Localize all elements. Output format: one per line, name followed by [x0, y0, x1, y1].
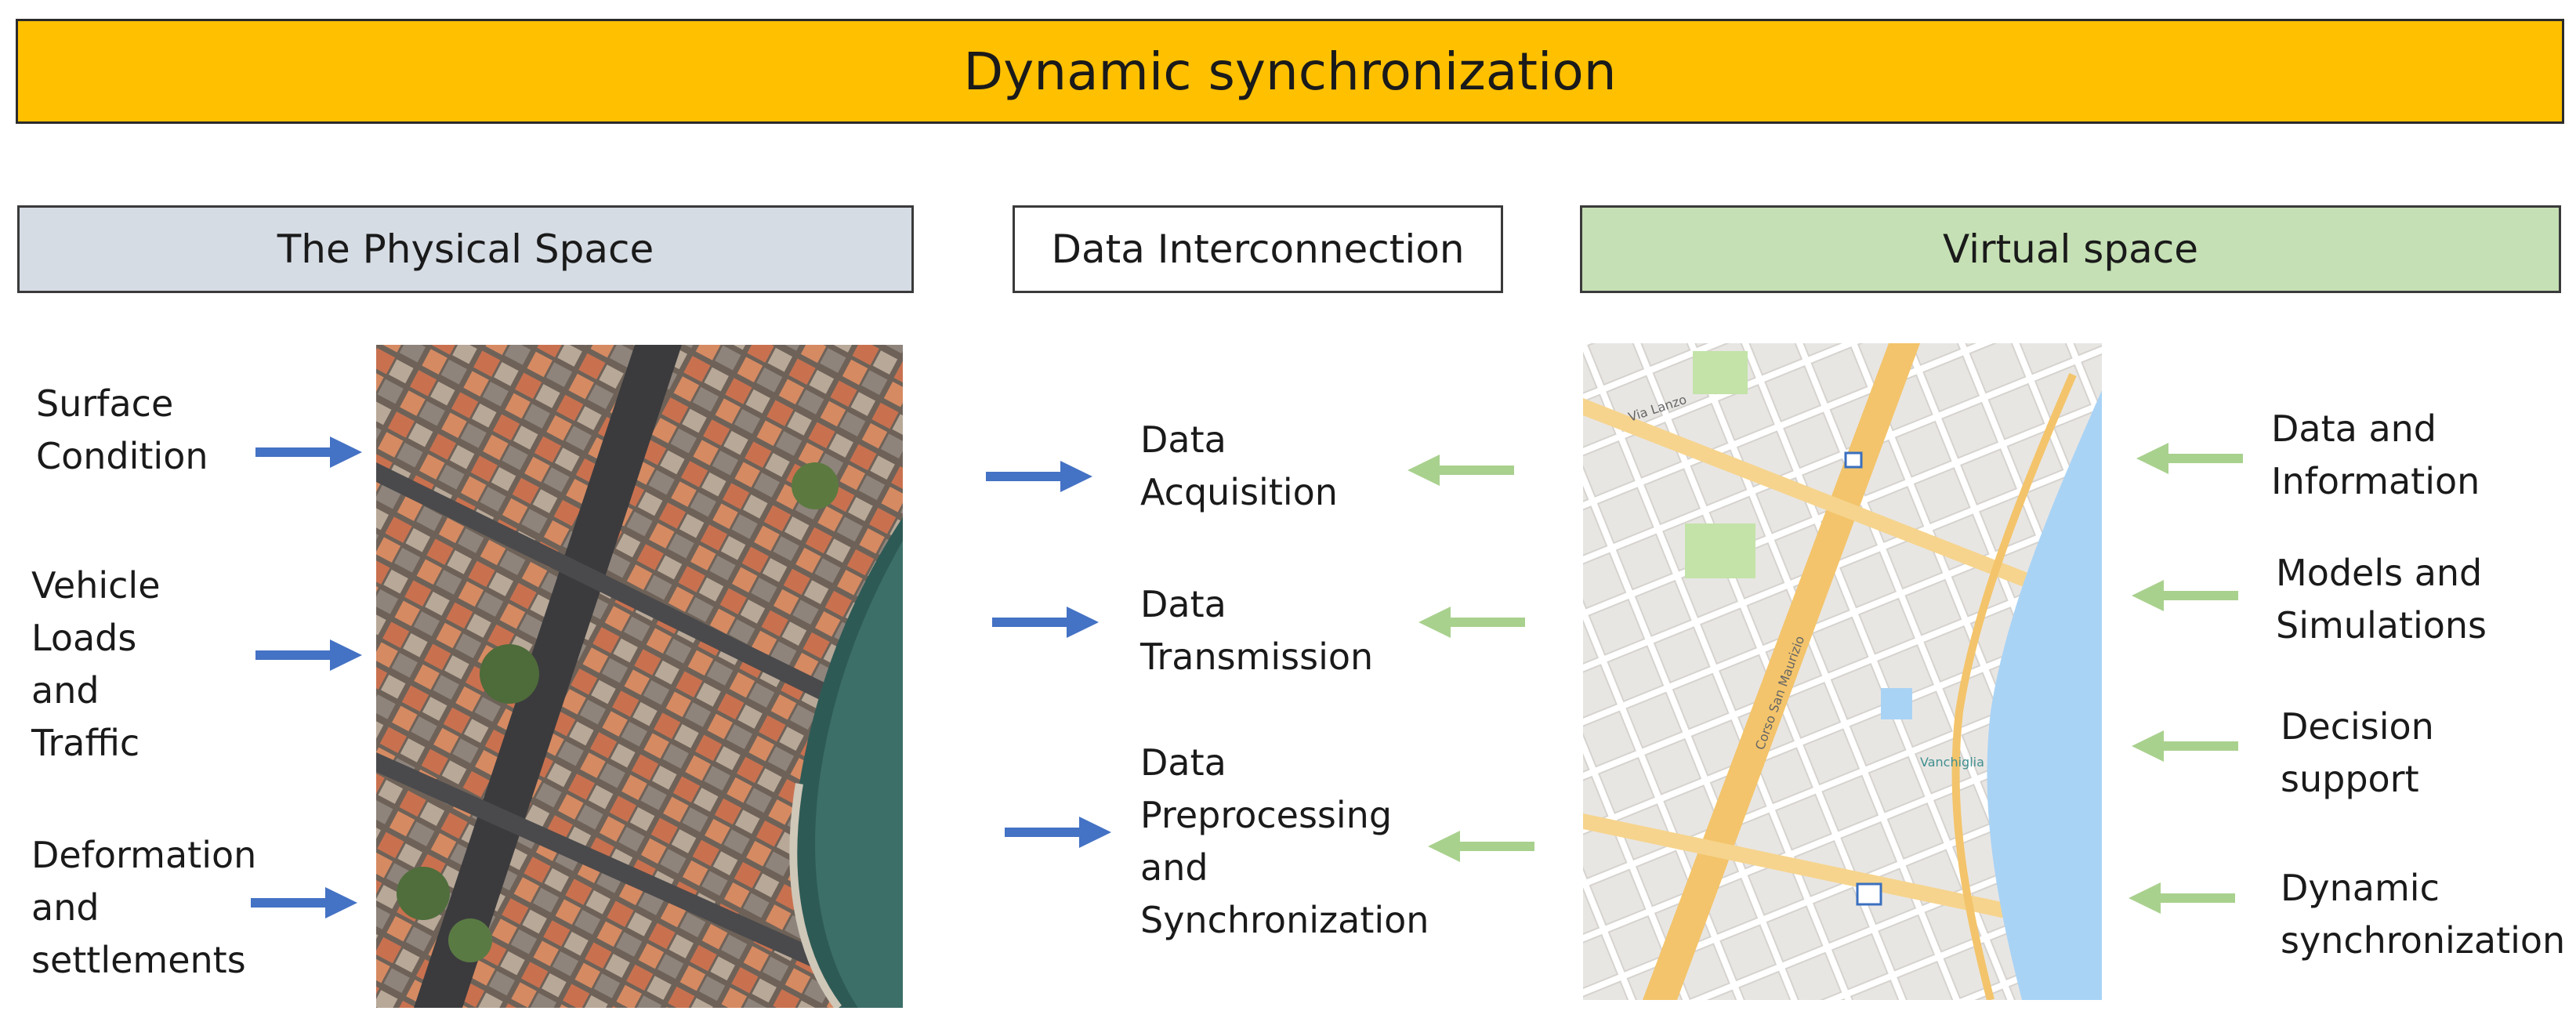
- data-step-line: Data: [1140, 418, 1226, 461]
- physical-input-line: Traffic: [31, 722, 140, 764]
- green-arrow-icon: [1418, 607, 1525, 638]
- virtual-output-line: support: [2281, 758, 2419, 800]
- data-step-line: Synchronization: [1140, 899, 1429, 941]
- green-arrow-icon: [2136, 443, 2243, 474]
- virtual-output-line: Models and: [2276, 552, 2483, 594]
- physical-input-line: Vehicle: [31, 564, 161, 607]
- street-map-image: Via Lanzo Corso San Maurizio Vanchiglia: [1583, 343, 2102, 1000]
- banner-title: Dynamic synchronization: [16, 19, 2564, 124]
- data-step-line: and: [1140, 846, 1208, 889]
- blue-arrow-icon: [1005, 817, 1111, 848]
- virtual-output-line: Decision: [2281, 705, 2434, 748]
- virtual-output-data-information: Data and Information: [2271, 403, 2480, 508]
- physical-input-line: Condition: [36, 435, 208, 477]
- green-arrow-icon: [2129, 882, 2235, 914]
- data-step-line: Data: [1140, 741, 1226, 784]
- physical-input-line: Surface: [36, 382, 174, 425]
- data-step-transmission: Data Transmission: [1140, 578, 1373, 683]
- data-step-preprocessing: Data Preprocessing and Synchronization: [1140, 737, 1429, 947]
- data-step-line: Data: [1140, 583, 1226, 625]
- physical-input-vehicle-loads: Vehicle Loads and Traffic: [31, 560, 161, 770]
- virtual-output-models-simulations: Models and Simulations: [2276, 547, 2487, 652]
- green-arrow-icon: [1428, 831, 1534, 862]
- blue-arrow-icon: [251, 887, 357, 918]
- green-arrow-icon: [1408, 455, 1514, 486]
- blue-arrow-icon: [986, 461, 1092, 492]
- data-interconnection-header: Data Interconnection: [1013, 205, 1503, 293]
- physical-input-surface-condition: Surface Condition: [36, 378, 208, 483]
- physical-space-header: The Physical Space: [17, 205, 914, 293]
- virtual-output-line: Simulations: [2276, 604, 2487, 647]
- physical-input-line: settlements: [31, 939, 246, 981]
- data-step-line: Acquisition: [1140, 471, 1338, 513]
- physical-input-deformation: Deformation and settlements: [31, 829, 256, 987]
- virtual-output-decision-support: Decision support: [2281, 701, 2434, 806]
- data-step-acquisition: Data Acquisition: [1140, 414, 1338, 519]
- blue-arrow-icon: [255, 639, 362, 671]
- physical-input-line: Loads: [31, 617, 137, 659]
- physical-input-line: and: [31, 669, 100, 712]
- map-district-label: Vanchiglia: [1920, 755, 1984, 770]
- aerial-city-photo: [376, 345, 903, 1008]
- virtual-output-line: Data and: [2271, 408, 2437, 450]
- blue-arrow-icon: [992, 607, 1099, 638]
- blue-arrow-icon: [255, 437, 362, 468]
- virtual-output-dynamic-synchronization: Dynamic synchronization: [2281, 862, 2565, 967]
- physical-input-line: and: [31, 886, 100, 929]
- data-step-line: Transmission: [1140, 636, 1374, 678]
- virtual-output-line: Dynamic: [2281, 867, 2440, 909]
- physical-input-line: Deformation: [31, 834, 257, 876]
- green-arrow-icon: [2132, 730, 2238, 762]
- green-arrow-icon: [2132, 580, 2238, 611]
- data-step-line: Preprocessing: [1140, 794, 1393, 836]
- virtual-space-header: Virtual space: [1580, 205, 2561, 293]
- virtual-output-line: Information: [2271, 460, 2480, 502]
- virtual-output-line: synchronization: [2281, 919, 2566, 962]
